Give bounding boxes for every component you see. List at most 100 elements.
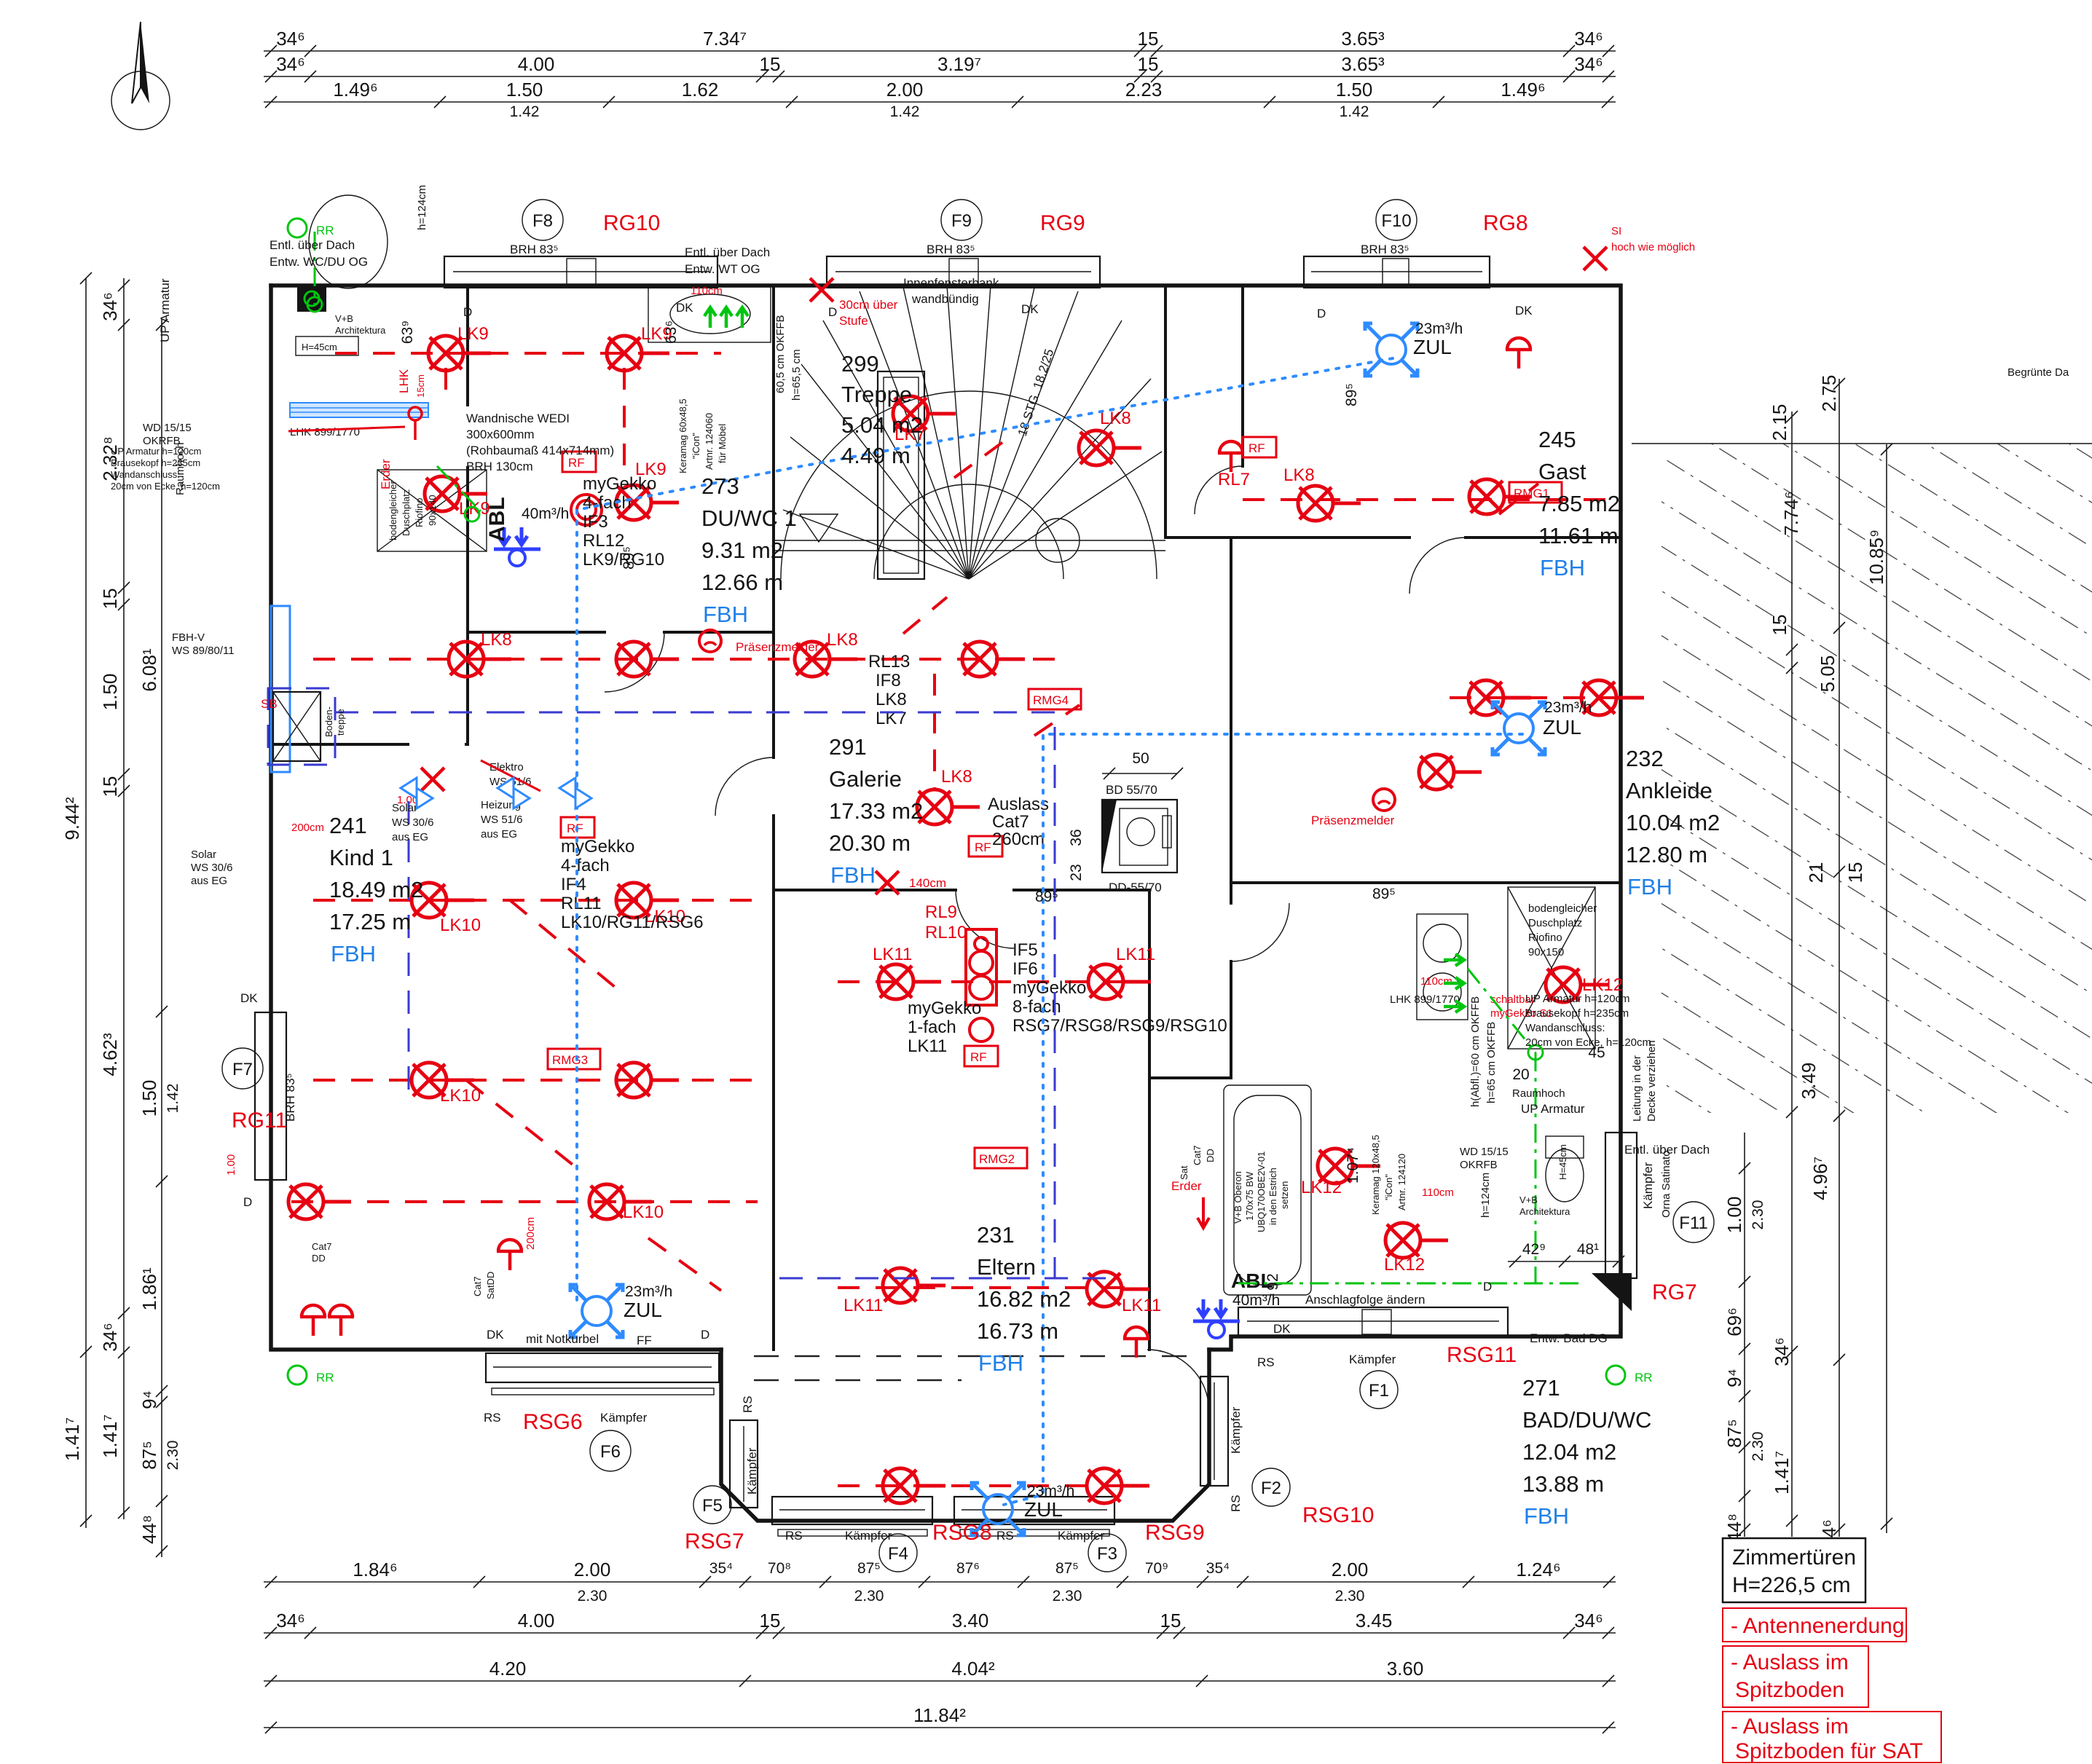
svg-text:bodengleicher: bodengleicher	[1528, 902, 1597, 915]
ceiling-light-icon	[917, 790, 980, 824]
ventilation-blue-layer: 23m³/h ZUL 23m³/h ZUL 23m³/h ZUL 23m³/h …	[172, 320, 1592, 1535]
innenbank-note: Innenfensterbank	[903, 276, 999, 290]
green-roof-label: Begrünte Da	[2008, 366, 2069, 379]
window-f4	[771, 1495, 934, 1537]
svg-text:3.65³: 3.65³	[1341, 28, 1385, 50]
washbasin-right	[1416, 913, 1468, 1020]
sanitary-green-layer: RR RR RR Entl. über Dach Entw. WC/DU OG …	[158, 217, 1710, 1386]
svg-text:IF3: IF3	[583, 512, 608, 532]
lamp-label: LK7	[894, 425, 926, 444]
window-id: F1	[1369, 1381, 1389, 1401]
svg-text:WS 30/6: WS 30/6	[392, 816, 434, 829]
svg-text:ABL: ABL	[1231, 1269, 1273, 1292]
water-arrow-icon	[1444, 954, 1464, 966]
sat-outlet-icon	[1584, 247, 1607, 270]
windows	[253, 255, 1638, 1537]
svg-text:in den Estrich: in den Estrich	[1267, 1168, 1278, 1225]
svg-text:myGekko: myGekko	[583, 474, 656, 494]
svg-text:30cm über: 30cm über	[839, 298, 898, 312]
rolladen-code: RSG6	[523, 1410, 583, 1434]
valve-icons	[398, 776, 594, 811]
abl-labels: ABL 40m³/h ABL 40m³/h	[485, 497, 1280, 1309]
svg-text:D: D	[828, 305, 837, 319]
water-arrow-icon	[736, 307, 748, 328]
svg-text:89⁵: 89⁵	[1372, 886, 1396, 902]
interior-walls	[270, 284, 1632, 1351]
svg-text:RMG2: RMG2	[979, 1152, 1015, 1166]
svg-text:V+B: V+B	[335, 313, 353, 324]
svg-text:UP Armatur: UP Armatur	[158, 278, 172, 342]
rolladen-code: RG11	[232, 1109, 287, 1133]
svg-text:Galerie: Galerie	[829, 766, 902, 792]
svg-text:23m³/h: 23m³/h	[625, 1283, 672, 1300]
svg-text:23m³/h: 23m³/h	[1027, 1483, 1074, 1500]
legend-auslass-spitzboden: - Auslass im	[1731, 1650, 1849, 1674]
svg-text:RR: RR	[1635, 1371, 1653, 1385]
svg-text:FBH: FBH	[830, 862, 876, 888]
svg-text:9⁴: 9⁴	[1723, 1369, 1745, 1387]
svg-text:23m³/h: 23m³/h	[1415, 320, 1463, 337]
mygekko3-block: myGekko 1-fach LK11	[908, 999, 981, 1056]
room-ankleide: 232 Ankleide 10.04 m2 12.80 m FBH	[1626, 746, 1720, 899]
lamp-label: LK8	[941, 767, 972, 787]
svg-text:IF6: IF6	[1012, 959, 1038, 979]
svg-text:291: 291	[829, 734, 867, 760]
window-markers: F8 F9 F10 F7 F11 F6 F5 F4 F3 F2 F1 RG10 …	[221, 199, 1715, 1572]
window-id: F8	[532, 211, 553, 231]
window-id: F9	[951, 211, 972, 231]
svg-text:3.65³: 3.65³	[1341, 53, 1385, 75]
svg-text:BD 55/70: BD 55/70	[1106, 783, 1157, 797]
svg-text:1.42: 1.42	[890, 103, 920, 120]
svg-text:h=124cm: h=124cm	[416, 185, 428, 230]
rs-kaempfer-labels: RS Kämpfer RS Kämpfer RS Kämpfer RS Kämp…	[484, 1150, 1672, 1543]
svg-text:245: 245	[1538, 427, 1576, 452]
svg-text:1-fach: 1-fach	[908, 1017, 956, 1037]
rmg-boxes: RMG1 RMG2 RMG3 RMG4	[546, 481, 1563, 1170]
svg-text:87⁵: 87⁵	[1055, 1560, 1079, 1577]
svg-text:DK: DK	[240, 991, 258, 1005]
rolladen-code: RSG9	[1145, 1521, 1205, 1545]
svg-text:40m³/h: 40m³/h	[522, 505, 569, 522]
wc-right	[1545, 1135, 1584, 1202]
svg-text:2.32⁸: 2.32⁸	[99, 436, 121, 481]
dimension-labels: 34⁶ 7.34⁷ 15 3.65³ 34⁶ 34⁶ 4.00 15 3.19⁷…	[61, 28, 1887, 1726]
svg-text:2.75: 2.75	[1818, 375, 1840, 412]
svg-text:20cm von Ecke, h=120cm: 20cm von Ecke, h=120cm	[1525, 1036, 1651, 1049]
svg-text:140cm: 140cm	[909, 876, 946, 890]
svg-text:1.84⁶: 1.84⁶	[353, 1559, 397, 1580]
electrical-red-layer: LK9 LK9 LK9 LK9 LK7 LK8 LK8 LK8 LK8 LK8 …	[225, 225, 1695, 1503]
svg-text:myGekko: myGekko	[561, 837, 634, 857]
svg-text:34⁶: 34⁶	[1574, 1610, 1603, 1631]
svg-text:63⁹: 63⁹	[399, 320, 416, 344]
rolladen-code: RG9	[1040, 211, 1085, 235]
shower-right	[1507, 886, 1596, 1050]
svg-text:300x600mm: 300x600mm	[466, 428, 535, 441]
svg-text:WD 15/15: WD 15/15	[1460, 1146, 1509, 1158]
wall-niche-left	[289, 402, 429, 418]
svg-text:Keramag 120x48,5: Keramag 120x48,5	[1370, 1135, 1381, 1215]
svg-text:BRH 83⁵: BRH 83⁵	[283, 1073, 297, 1122]
door-arcs	[604, 465, 1466, 1412]
room-duwc: 273 DU/WC 1 9.31 m2 12.66 m FBH	[701, 473, 797, 627]
svg-text:DD: DD	[312, 1253, 326, 1264]
socket-icon	[328, 1305, 354, 1336]
svg-text:Cat7: Cat7	[312, 1241, 331, 1252]
room-bad: 271 BAD/DU/WC 12.04 m2 13.88 m FBH	[1522, 1375, 1651, 1529]
lamp-label: LK11	[1116, 945, 1155, 964]
svg-text:Kämpfer: Kämpfer	[600, 1411, 648, 1425]
svg-text:Entl. über Dach: Entl. über Dach	[270, 238, 355, 252]
room-labels: 299 Treppe 5.04 m2 4.49 m 273 DU/WC 1 9.…	[329, 351, 1720, 1529]
svg-text:1.00: 1.00	[225, 1154, 237, 1176]
svg-text:RS: RS	[1229, 1495, 1243, 1512]
rolladen-code: RSG8	[932, 1521, 992, 1545]
lamp-label: LK11	[1122, 1296, 1161, 1315]
svg-text:16.82 m2: 16.82 m2	[977, 1286, 1071, 1312]
svg-text:5.04 m2: 5.04 m2	[841, 412, 923, 438]
svg-text:4.04²: 4.04²	[951, 1658, 995, 1680]
svg-text:2.30: 2.30	[1053, 1588, 1082, 1604]
svg-text:Entw. WC/DU OG: Entw. WC/DU OG	[270, 255, 368, 269]
presence-label: Präsenzmelder	[736, 640, 819, 654]
north-arrow-icon	[111, 21, 170, 130]
